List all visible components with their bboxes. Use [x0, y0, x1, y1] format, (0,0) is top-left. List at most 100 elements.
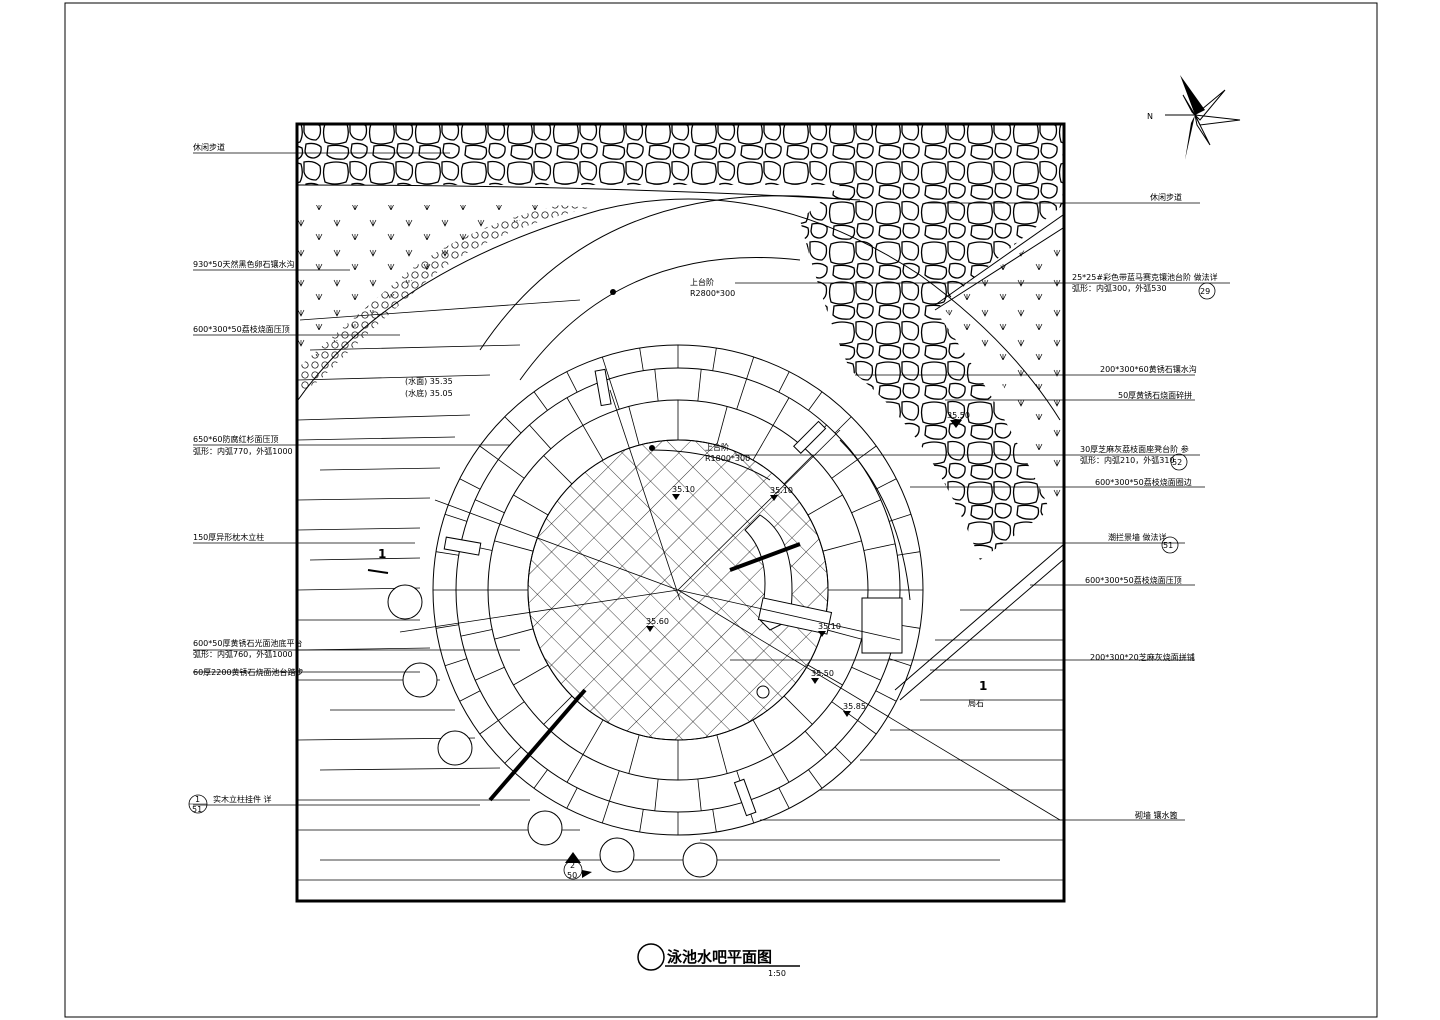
timber-beam-1 [729, 542, 801, 572]
ring-joint-line [654, 778, 659, 811]
section-mark-left: 1 [378, 547, 386, 561]
cobble-paving-top [298, 125, 1063, 185]
detail-mark-bottom-top: 2 [570, 861, 575, 870]
detail-ref-51-label: 51 [1163, 541, 1173, 550]
leader-dots [610, 289, 655, 451]
label-right-coping: 600*300*50荔枝烧面压顶 [1085, 575, 1182, 585]
label-right-path: 休闲步道 [1150, 192, 1182, 202]
ring-joint-line [543, 695, 573, 725]
drawing-title: 泳池水吧平面图 [666, 948, 772, 966]
ring-joint-line [459, 478, 481, 490]
ring-joint-line [897, 551, 921, 556]
ring-joint-line [475, 666, 505, 681]
section-mark-right-note: 局石 [968, 699, 984, 708]
ring-joint-line [494, 540, 534, 552]
ring-joint-line [479, 445, 499, 460]
label-right-seat-step: 30厚芝麻灰荔枝面座凳台阶 参 [1080, 444, 1189, 454]
label-left-step: 60厚2200黄锈石烧面池台踏步 [193, 667, 304, 677]
ring-joint-line [498, 459, 525, 479]
ring-joint-line [889, 513, 912, 522]
ring-joint-line [582, 719, 604, 755]
label-left-timber: 650*60防腐红杉面压顶 [193, 434, 278, 444]
label-right-mosaic-arc: 弧形：内弧300，外弧530 [1072, 283, 1167, 293]
ring-joint-line [533, 769, 548, 789]
ring-joint-line [697, 369, 702, 402]
label-right-seat-arc: 弧形：内弧210，外弧310 [1080, 455, 1175, 465]
ring-joints [433, 345, 923, 835]
ring-joint-line [808, 769, 823, 789]
leaders-left [193, 152, 520, 806]
detail-ref-52-label: 52 [1172, 458, 1182, 467]
ring-joint-line [875, 478, 897, 490]
label-right-mosaic: 25*25#彩色带蓝马赛克镶池台阶 做法详 [1072, 272, 1218, 282]
ring-joint-line [746, 356, 755, 379]
ring-joint-line [444, 658, 467, 667]
steps-radius-1: R2800*300 [690, 289, 735, 298]
steps-label-2: 上台阶 [705, 442, 729, 452]
label-left-platform: 600*50厚黄锈石光面池底平台 [193, 638, 302, 648]
step-arc-inner [649, 449, 771, 481]
detail-mark-bottom: 2 50 [563, 852, 592, 880]
ring-joint-line [875, 690, 897, 702]
ring-joint-line [807, 494, 843, 516]
plan-outline [295, 122, 1066, 903]
section-mark-right: 1 [979, 679, 987, 693]
label-left-platform-arc: 弧形：内弧760，外弧1000 [193, 649, 293, 659]
label-left-post: 150厚异形枕木立柱 [193, 532, 264, 542]
ring-joint-line [601, 356, 610, 379]
ring-joint-line [504, 746, 522, 764]
ring-joint-line [494, 628, 534, 640]
elev-7: 35.50 [947, 411, 970, 420]
compass-letter: N [1147, 112, 1153, 121]
ring-joint-line [804, 730, 827, 756]
label-left-coping: 600*300*50荔枝烧面压顶 [193, 324, 290, 334]
steps-label-1: 上台阶 [690, 277, 714, 287]
ring-joint-line [444, 513, 467, 522]
water-surface-level: (水面) 35.35 [405, 376, 453, 386]
ring-joint-line [851, 499, 881, 514]
ring-joint-line [513, 664, 549, 686]
ring-joint-line [778, 371, 790, 393]
ring-joint-line [582, 425, 604, 461]
ring-joint-line [435, 624, 459, 629]
ring-joint-line [566, 787, 578, 809]
ring-joint-line [822, 628, 862, 640]
ring-joint-line [863, 543, 896, 551]
ring-joint-line [654, 369, 659, 402]
label-left-timber-arc: 弧形：内弧770，外弧1000 [193, 446, 293, 456]
ring-joint-line [566, 371, 578, 393]
ring-joint-line [543, 455, 573, 485]
label-right-edge: 600*300*50荔枝烧面圈边 [1095, 477, 1192, 487]
label-right-grate: 砌墙 镶水篦 [1135, 810, 1178, 820]
ring-joint-line [712, 347, 717, 371]
label-left-pebble: 930*50天然黑色卵石镶水沟 [193, 259, 294, 269]
elev-4: 35.10 [818, 622, 841, 631]
bar-block-right [861, 597, 903, 654]
ring-joint-line [834, 746, 852, 764]
grass-area-right [940, 225, 1063, 520]
ring-joint-line [639, 347, 644, 371]
ring-joint-line [498, 701, 525, 721]
ring-joint-line [697, 778, 702, 811]
detail-ref-29-label: 29 [1200, 287, 1210, 296]
detail-ref-52 [1170, 453, 1188, 471]
ring-joint-line [479, 720, 499, 735]
label-right-wall: 潮拦景墙 做法详 [1108, 532, 1167, 542]
label-right-drain: 200*300*60黄锈石镶水沟 [1100, 364, 1197, 374]
ring-joint-line [460, 629, 493, 637]
drawing-scale: 1:50 [768, 969, 786, 978]
ring-joint-line [851, 666, 881, 681]
ring-joint-line [566, 754, 584, 783]
leaders-right [730, 202, 1230, 821]
elev-3: 35.60 [646, 617, 669, 626]
ring-joint-line [609, 770, 620, 802]
elevation-marks: 35.10 35.10 35.60 35.10 35.50 35.85 35.5… [646, 411, 970, 717]
ring-joint-line [628, 406, 640, 446]
posts [443, 368, 827, 817]
construction-lines [399, 389, 1061, 821]
ring-joint-line [778, 787, 790, 809]
ring-joint-line [752, 425, 774, 461]
ring-joint-line [504, 416, 522, 434]
drawing-title-block: 泳池水吧平面图 1:50 [637, 943, 800, 978]
ring-joint-line [609, 378, 620, 410]
